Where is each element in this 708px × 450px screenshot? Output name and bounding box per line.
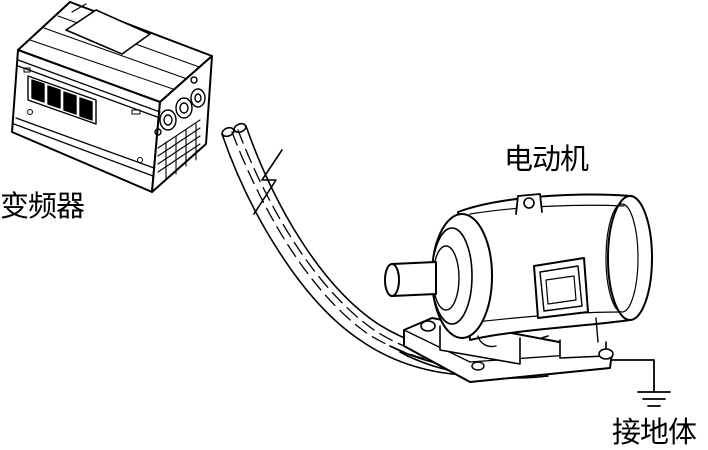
ground-label: 接地体: [612, 415, 697, 449]
motor-label: 电动机: [504, 142, 589, 176]
lightning-bolt-icon: [254, 150, 282, 214]
inverter-label: 变频器: [0, 189, 85, 223]
inverter-icon: [12, 2, 212, 192]
ground-symbol-icon: [612, 360, 670, 406]
motor-icon: [385, 194, 652, 382]
